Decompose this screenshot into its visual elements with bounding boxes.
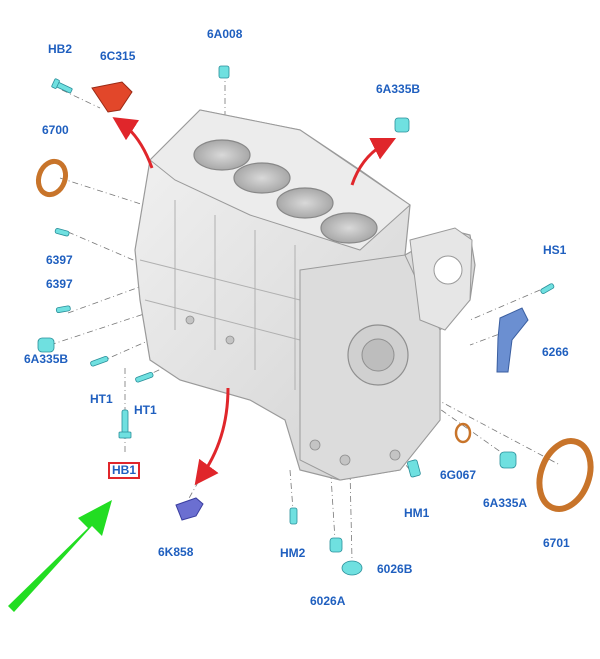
label-6397-lower[interactable]: 6397 [46,277,73,291]
label-hm1[interactable]: HM1 [404,506,430,520]
label-hb1-highlighted[interactable]: HB1 [108,462,141,479]
label-ht1-left[interactable]: HT1 [90,392,113,406]
label-6k858[interactable]: 6K858 [158,545,194,559]
label-6026a[interactable]: 6026A [310,594,346,608]
label-6a335a[interactable]: 6A335A [483,496,528,510]
label-6700[interactable]: 6700 [42,123,69,137]
label-ht1-right[interactable]: HT1 [134,403,157,417]
fastener-parts [37,65,555,576]
label-6c315[interactable]: 6C315 [100,49,136,63]
label-hm2[interactable]: HM2 [280,546,306,560]
seal-6701-part [536,438,594,512]
bracket-6266-part [496,307,529,373]
label-6a008[interactable]: 6A008 [207,27,243,41]
engine-block-illustration [134,109,476,481]
label-6701[interactable]: 6701 [543,536,570,550]
red-curved-arrow-icon [112,117,397,486]
sensor-6k858-part [175,497,204,521]
label-6026b[interactable]: 6026B [377,562,413,576]
sensor-6c315-part [91,81,133,113]
label-6a335b-top[interactable]: 6A335B [376,82,421,96]
label-6g067[interactable]: 6G067 [440,468,477,482]
seal-6700-part [35,158,69,198]
label-hb2[interactable]: HB2 [48,42,73,56]
label-6266[interactable]: 6266 [542,345,569,359]
label-6397-upper[interactable]: 6397 [46,253,73,267]
green-arrow-icon [8,500,112,612]
label-hs1[interactable]: HS1 [543,243,567,257]
label-6a335b-left[interactable]: 6A335B [24,352,69,366]
seal-6g067-part [454,422,472,444]
